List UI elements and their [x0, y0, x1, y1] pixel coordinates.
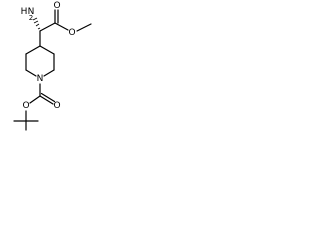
- ring-nitrogen-label: N: [37, 74, 44, 84]
- ring-bond-4: [25, 69, 37, 77]
- amine-subscript-label: 2: [29, 14, 33, 22]
- alpha-carbon-amine-hashed-bond: [32, 17, 41, 30]
- carbamate-carbonyl-oxygen-label: O: [53, 101, 60, 111]
- alpha-carbon-to-ester-carbon-bond: [39, 22, 56, 32]
- carbamate-carbonyl-bond-2: [40, 92, 56, 103]
- structure-diagram: H N 2 O O N O O: [13, 1, 92, 131]
- amine-n-label: N: [28, 7, 35, 17]
- carbamate-ether-oxygen-label: O: [22, 101, 29, 111]
- carbamate-carbonyl-bond-1: [39, 95, 54, 105]
- amine-h-label: H: [21, 7, 28, 17]
- ring-bond-6: [25, 45, 41, 55]
- ring-bond-3: [43, 69, 55, 77]
- ring-bond-1: [39, 45, 55, 55]
- methoxy-methyl-bond: [76, 23, 92, 32]
- carbamate-carbon-to-oxygen-bond: [29, 95, 41, 104]
- ester-carbonyl-oxygen-label: O: [53, 1, 60, 11]
- ester-carbon-to-oxygen-bond: [54, 22, 69, 31]
- ester-methoxy-oxygen-label: O: [68, 28, 75, 38]
